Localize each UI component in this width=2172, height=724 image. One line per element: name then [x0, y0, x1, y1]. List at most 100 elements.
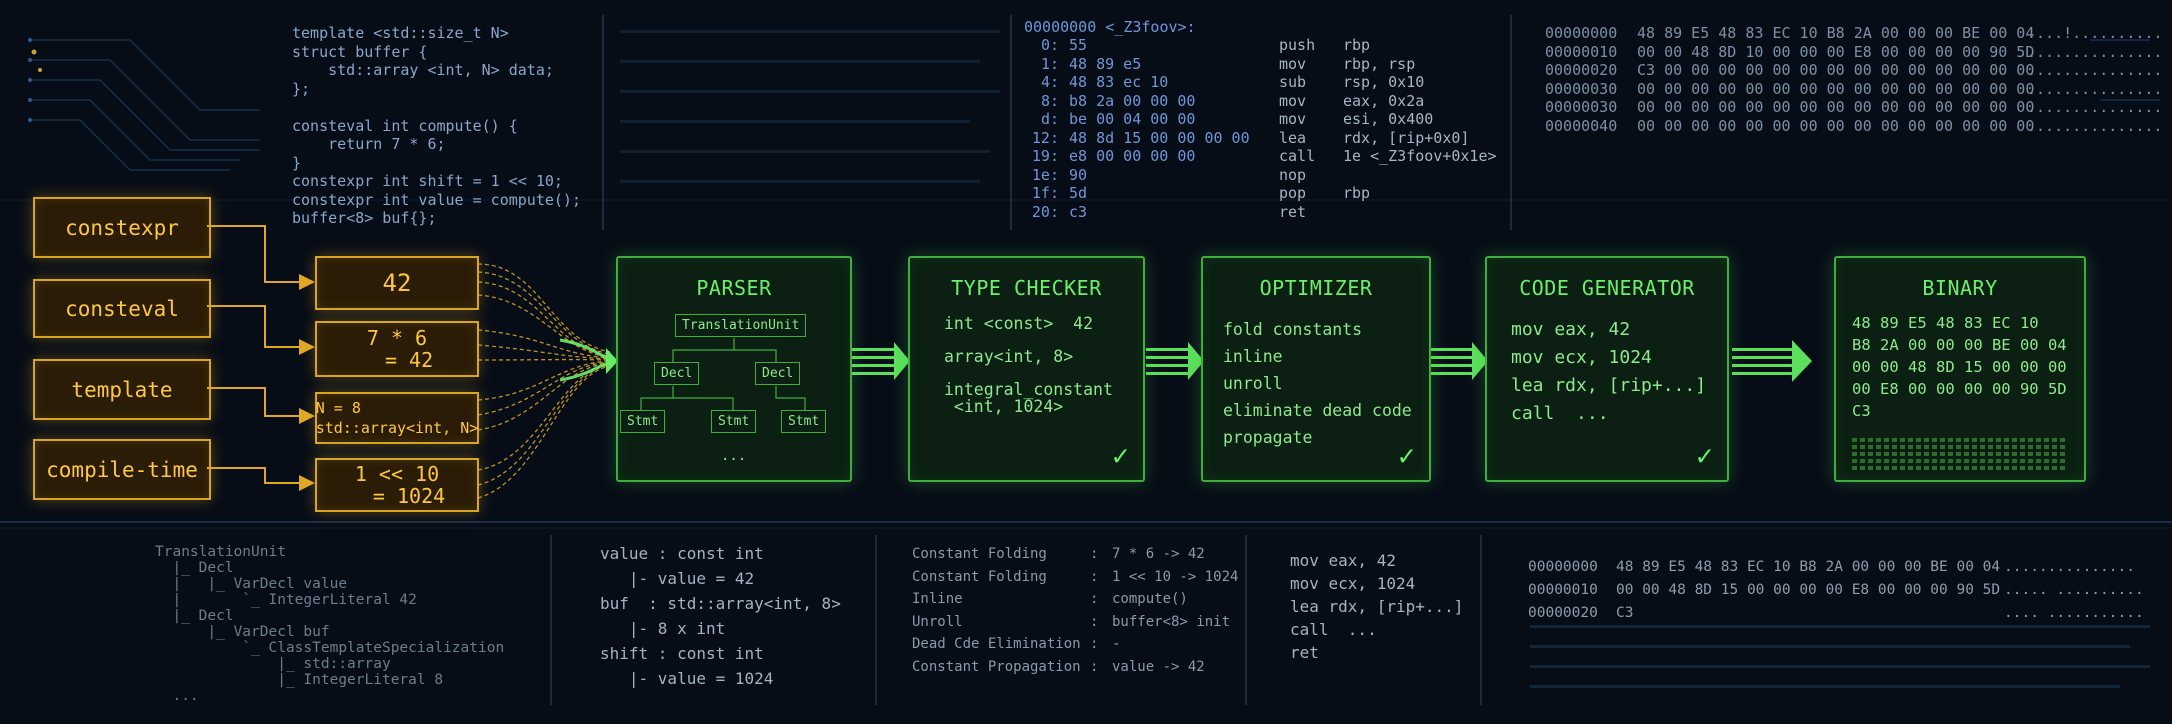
disasm-row-cell: 48 8d 15 00 00 00 00: [1069, 128, 1250, 147]
pass-row-cell: Constant Folding: [912, 546, 1047, 562]
disasm-row-cell: esi, 0x400: [1343, 110, 1434, 128]
disasm-row-cell: push: [1279, 36, 1316, 54]
stage-type-checker-title: TYPE CHECKER: [951, 276, 1102, 300]
pass-row-cell: :: [1090, 613, 1099, 630]
stage-code-generator-title: CODE GENERATOR: [1519, 276, 1695, 300]
pass-row: Constant Folding:7 * 6 -> 42: [912, 543, 1252, 566]
optimizer-check-icon: ✓: [1398, 439, 1415, 472]
bottom-hex-row: 00000010 00 00 48 8D 15 00 00 00 00 E8 00…: [1528, 579, 2144, 602]
disasm-row-cell: e8 00 00 00 00: [1069, 147, 1196, 165]
source-code-line: struct buffer {: [292, 42, 428, 61]
parser-node-stmt-3: Stmt: [781, 410, 827, 433]
parser-node-decl-1: Decl: [654, 362, 700, 385]
parser-node-stmt-2: Stmt: [711, 410, 757, 433]
pass-row-cell: :: [1090, 591, 1099, 607]
pass-row-cell: :: [1090, 546, 1099, 562]
stage-parser-title: PARSER: [696, 276, 772, 300]
hex-row-cell: ...............: [2027, 79, 2163, 98]
hex-row-cell: ....!..........: [2027, 24, 2163, 42]
bottom-hex-row-cell: ...............: [2004, 559, 2135, 575]
keyword-template: template: [33, 359, 211, 420]
stage-code-generator: CODE GENERATOR mov eax, 42 mov ecx, 1024…: [1485, 256, 1729, 482]
hex-row-cell: ...............: [2027, 98, 2163, 116]
disasm-row-cell: eax, 0x2a: [1343, 91, 1425, 110]
pass-row: Unroll: buffer<8> init: [912, 611, 1252, 634]
hex-row-cell: 00000030: [1545, 98, 1618, 116]
value-box-template: N = 8 std::array<int, N>: [315, 392, 479, 444]
disasm-row-cell: 4:: [1040, 73, 1059, 91]
hex-row-cell: ...............: [2027, 42, 2163, 61]
hex-row-cell: ...............: [2027, 116, 2163, 135]
disasm-row-cell: 1f:: [1031, 184, 1059, 202]
stage-binary-title: BINARY: [1922, 276, 1998, 300]
bottom-hex-row-cell: 00000020: [1528, 605, 1598, 621]
hex-row-cell: 00 00 00 00 00 00 00 00 00 00 00 00 00 0…: [1637, 79, 2035, 98]
disasm-row-cell: 20:: [1031, 202, 1059, 221]
disasm-row-cell: 1:: [1040, 54, 1059, 73]
divider-top-2: [1010, 15, 1012, 230]
pass-row-cell: buffer<8> init: [1112, 613, 1231, 630]
bottom-asm-panel: mov eax, 42 mov ecx, 1024 lea rdx, [rip+…: [1290, 551, 1464, 662]
disasm-row-cell: 90: [1069, 165, 1088, 184]
hex-row-cell: 00 00 00 00 00 00 00 00 00 00 00 00 00 0…: [1637, 98, 2035, 116]
disasm-row-cell: 8:: [1040, 91, 1059, 110]
ast-dump-panel: TranslationUnit |_ Decl | |_ VarDecl val…: [155, 544, 505, 704]
bottom-hex-row-cell: 00 00 48 8D 15 00 00 00 00 E8 00 00 00 9…: [1616, 582, 2001, 598]
source-code-line: template <std::size_t N>: [292, 24, 509, 42]
disasm-row-cell: 48 89 e5: [1069, 54, 1142, 73]
code-generator-lines: mov eax, 42 mov ecx, 1024 lea rdx, [rip+…: [1511, 319, 1707, 424]
keyword-compile-time: compile-time: [33, 439, 211, 500]
type-checker-check-icon: ✓: [1112, 439, 1129, 472]
source-code-line: constexpr int value = compute();: [292, 190, 581, 209]
parser-node-stmt-1: Stmt: [620, 410, 666, 433]
keyword-consteval: consteval: [33, 279, 211, 338]
pass-row-cell: Unroll: [912, 613, 963, 630]
pass-row-cell: -: [1112, 636, 1121, 652]
bottom-hex-row-cell: ..... ..........: [2004, 582, 2144, 598]
stage-type-checker: TYPE CHECKER int <const> 42 array<int, 8…: [908, 256, 1145, 482]
pass-row: Constant Propagation:value -> 42: [912, 656, 1252, 679]
keyword-constexpr: constexpr: [33, 197, 211, 258]
disasm-row-cell: 5d: [1069, 184, 1088, 202]
disasm-row-cell: rdx, [rip+0x0]: [1343, 128, 1470, 147]
source-code-line: constexpr int shift = 1 << 10;: [292, 172, 563, 190]
disasm-row-cell: d:: [1040, 110, 1059, 128]
disasm-row-cell: rbp: [1343, 36, 1371, 54]
hex-row-cell: 00000000: [1545, 24, 1618, 42]
disasm-row-cell: ret: [1279, 202, 1307, 221]
disasm-row-cell: be 00 04 00 00: [1069, 110, 1196, 128]
divider-bottom-1: [550, 535, 552, 705]
stage-optimizer-title: OPTIMIZER: [1259, 276, 1373, 300]
value-box-42: 42: [315, 256, 479, 310]
disasm-row-cell: 12:: [1031, 128, 1059, 147]
pass-row-cell: :: [1090, 568, 1099, 585]
optimizer-lines: fold constants inline unroll eliminate d…: [1223, 320, 1412, 447]
disasm-row-cell: 48 83 ec 10: [1069, 73, 1169, 91]
disasm-row-cell: mov: [1279, 110, 1307, 128]
disasm-row-cell: 1e <_Z3foov+0x1e>: [1343, 147, 1497, 165]
disasm-row-cell: call: [1279, 147, 1316, 165]
disasm-row-cell: nop: [1279, 165, 1307, 184]
stage-optimizer: OPTIMIZER fold constants inline unroll e…: [1201, 256, 1431, 482]
disasm-header: 00000000 <_Z3foov>:: [1024, 18, 1196, 36]
bottom-hex-row-cell: 00000010: [1528, 582, 1598, 598]
pass-row-cell: value -> 42: [1112, 658, 1205, 675]
parser-node-decl-2: Decl: [755, 362, 801, 385]
value-box-7x6: 7 * 6 = 42: [315, 321, 479, 377]
bottom-hex-row-cell: .... ...........: [2004, 605, 2144, 621]
